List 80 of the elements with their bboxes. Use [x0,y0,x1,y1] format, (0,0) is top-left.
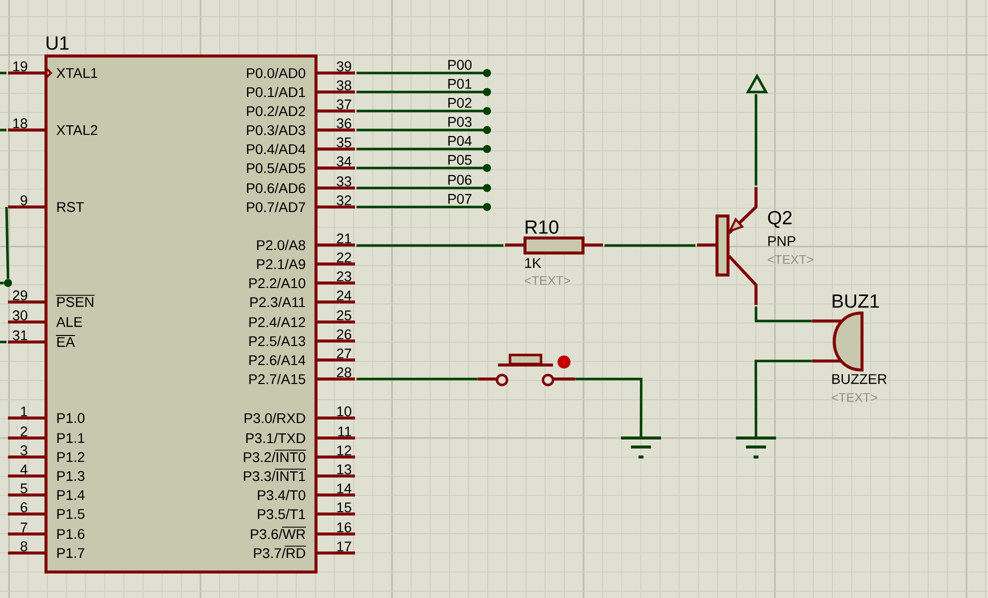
ground-symbol [736,436,776,458]
pin-number: 13 [337,464,352,474]
pin-number: 1 [21,406,28,416]
text-field: <TEXT> [524,276,570,285]
pin-number: 21 [336,234,352,244]
text-field: <TEXT> [832,393,878,402]
pin-number: 37 [336,99,352,110]
pin-number: 29 [12,290,28,300]
pin-number: 33 [336,176,352,186]
wire [754,360,812,437]
wire [356,107,491,115]
pin-number: 25 [336,310,352,320]
pin-number: 28 [336,367,352,378]
part-value: BUZZER [832,374,887,384]
wire [356,244,504,247]
net-label: P05 [448,154,472,165]
pin-number: 15 [337,502,352,512]
pin-number: 31 [12,330,28,340]
pin-number: 2 [20,426,28,436]
pin-number: 32 [336,195,352,206]
wire [0,340,6,344]
pin-number: 19 [13,61,28,72]
net-label: P02 [448,98,472,108]
wire [356,184,491,192]
wire [604,244,696,247]
pin-number: 34 [336,156,352,166]
pin-number: 18 [13,118,28,128]
net-label: P00 [448,60,472,70]
pin-number: 9 [20,195,28,206]
wire [575,378,642,437]
pin-number: 16 [337,522,352,532]
wire [356,126,491,134]
push-button-symbol [478,354,575,386]
pin-number: 26 [336,329,352,340]
wire [356,145,491,153]
pin-number: 30 [12,310,28,320]
part-label: Q2 [768,210,792,228]
part-label: R10 [526,220,558,234]
wire [356,69,491,77]
pin-number: 24 [336,290,352,300]
junction-dot [4,279,12,287]
text-field: <TEXT> [768,255,814,264]
net-label: P06 [448,174,472,185]
pin-number: 27 [336,348,352,358]
pin-number: 4 [20,464,28,474]
pin-number: 3 [20,445,28,456]
wire [356,88,491,96]
pin-number: 23 [336,271,352,282]
net-label: P07 [448,194,472,204]
pin-number: 36 [336,118,352,128]
part-label: BUZ1 [832,294,879,308]
net-label: P04 [448,136,472,146]
net-label: P01 [448,78,472,89]
pin-number: 38 [336,80,352,90]
wire [0,128,6,132]
pin-number: 8 [20,541,28,552]
ground-symbol [621,436,661,458]
wire [356,203,491,211]
pin-number: 5 [20,484,28,494]
pin-number: 7 [20,522,28,532]
wire [0,72,6,74]
wire [356,378,478,380]
part-value: 1K [525,258,542,268]
pin-number: 10 [337,406,352,416]
part-label: U1 [46,36,69,50]
net-label: P03 [448,116,472,127]
pin-number: 39 [336,61,352,72]
wire [5,206,10,279]
wire [754,94,758,186]
pin-number: 14 [337,484,352,494]
part-value: PNP [768,236,796,246]
pin-number: 12 [337,446,352,456]
pin-number: 6 [20,502,28,512]
wire [754,306,812,322]
pin-number: 17 [337,542,352,552]
wire [356,164,491,172]
pin-number: 35 [336,137,352,148]
pin-number: 11 [338,426,352,436]
wire [0,282,4,284]
pin-number: 22 [336,252,352,262]
